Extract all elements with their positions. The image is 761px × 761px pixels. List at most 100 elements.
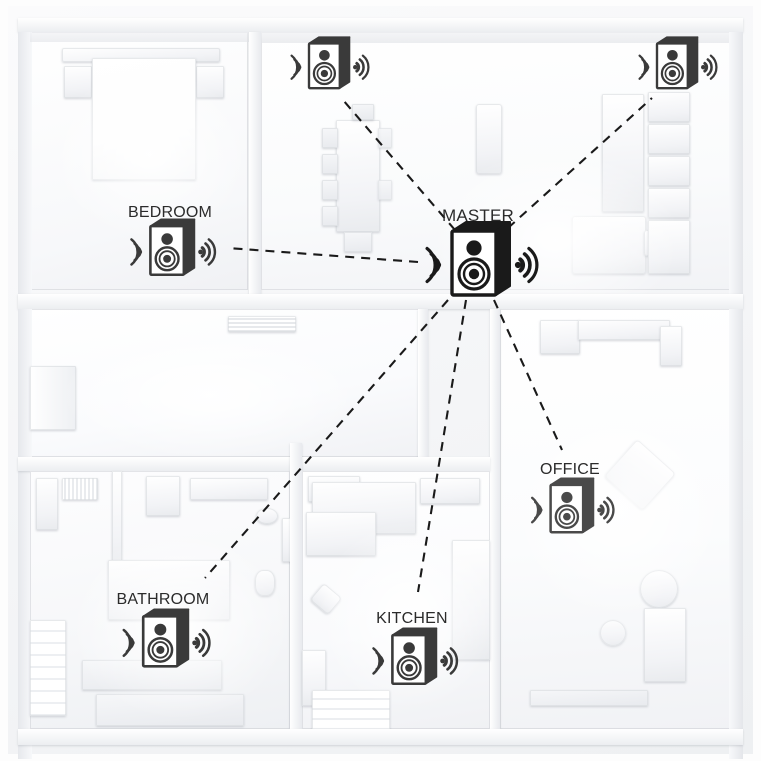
- furniture-cabinet-office: [644, 608, 686, 682]
- wall-exterior-right-top: [729, 32, 743, 298]
- speaker-marker-office[interactable]: OFFICE: [521, 461, 619, 540]
- speaker-waves-right: [700, 54, 718, 80]
- speaker-icon: [290, 36, 370, 90]
- wall-exterior-left-top: [18, 32, 32, 298]
- wall-inner-vertical-office: [490, 309, 500, 729]
- woofer-cone: [563, 513, 571, 521]
- woofer-ring-inner: [400, 659, 418, 677]
- speaker-marker-bedroom[interactable]: BEDROOM: [120, 204, 220, 282]
- woofer-cone: [468, 268, 480, 280]
- furniture-chair-5: [378, 128, 392, 148]
- speaker-icon: [531, 477, 615, 534]
- wall-inner-vertical-kitchen: [290, 443, 302, 733]
- woofer-ring-inner: [151, 641, 169, 660]
- woofer-cone: [404, 664, 413, 673]
- furniture-sofa-cushion-3: [648, 156, 690, 186]
- woofer-cone: [155, 646, 164, 655]
- furniture-sofa-cushion-2: [648, 124, 690, 154]
- speaker-label-master: MASTER: [441, 206, 515, 225]
- speaker-icon-wrapper: [412, 219, 544, 305]
- speaker-waves-left: [130, 238, 142, 267]
- tweeter-driver: [161, 233, 173, 246]
- connection-line: [493, 299, 563, 451]
- tweeter-driver: [561, 492, 573, 504]
- speaker-icon-wrapper: [120, 217, 220, 282]
- woofer-ring-inner: [462, 262, 486, 286]
- furniture-bath-counter: [190, 478, 268, 500]
- speaker-cabinet: [141, 609, 189, 669]
- wall-inner-top-dining: [261, 32, 743, 43]
- woofer-cone: [320, 69, 328, 78]
- woofer-ring-inner: [158, 250, 176, 268]
- speaker-marker-master[interactable]: MASTER: [412, 206, 544, 305]
- speaker-waves-right: [440, 647, 458, 676]
- wall-inner-top-bedroom: [30, 32, 250, 42]
- furniture-counter-k2: [420, 478, 480, 504]
- speaker-waves-left: [425, 246, 442, 284]
- wall-stub-bath-1: [112, 471, 122, 571]
- light-glow-hall: [60, 330, 360, 460]
- speaker-icon-wrapper: [521, 476, 619, 540]
- speaker-label-bedroom: BEDROOM: [127, 204, 213, 221]
- wall-horizontal-lower: [18, 457, 490, 471]
- speaker-cabinet: [450, 221, 511, 297]
- tweeter-driver: [403, 642, 415, 655]
- woofer-ring-outer: [554, 504, 580, 530]
- speaker-icon: [130, 218, 216, 277]
- connection-line: [204, 299, 449, 579]
- speaker-icon-wrapper: [112, 607, 215, 674]
- furniture-chair-2: [322, 154, 338, 174]
- furniture-desk-corner: [540, 320, 580, 354]
- speaker-waves-left: [122, 629, 135, 658]
- connection-line: [342, 99, 456, 231]
- speaker-icon: [638, 36, 718, 90]
- speaker-cabinet: [549, 477, 595, 534]
- speaker-cabinet: [307, 36, 351, 90]
- wall-exterior-left-bottom: [18, 309, 32, 759]
- tweeter-driver: [466, 240, 482, 256]
- connection-line: [507, 97, 653, 229]
- speaker-marker-living[interactable]: [629, 35, 721, 95]
- woofer-ring-inner: [558, 508, 576, 526]
- speaker-waves-right: [597, 496, 615, 524]
- woofer-ring-outer: [312, 61, 336, 86]
- tweeter-driver: [666, 49, 678, 61]
- speaker-icon: [425, 221, 539, 297]
- furniture-chair-4: [322, 206, 338, 226]
- speaker-marker-dining[interactable]: [281, 35, 373, 95]
- woofer-ring-outer: [457, 257, 491, 291]
- wall-exterior-bottom: [18, 729, 743, 745]
- speaker-icon-wrapper: [281, 35, 373, 95]
- furniture-shelving-bath: [30, 620, 66, 716]
- speaker-label-bathroom: BATHROOM: [116, 591, 210, 608]
- light-glow-office: [508, 400, 728, 620]
- speaker-cabinet: [390, 627, 438, 686]
- furniture-radiator-bath: [62, 478, 98, 500]
- wall-inner-vertical-bedroom: [249, 32, 261, 294]
- speaker-label-office: OFFICE: [540, 461, 600, 478]
- speaker-waves-left: [290, 54, 302, 80]
- woofer-ring-outer: [154, 246, 180, 272]
- furniture-closet-bath: [36, 478, 58, 530]
- speaker-icon-wrapper: [629, 35, 721, 95]
- speaker-waves-left: [638, 54, 650, 80]
- speaker-waves-right: [191, 629, 211, 658]
- speaker-waves-right: [352, 54, 370, 80]
- woofer-ring-outer: [396, 655, 422, 681]
- furniture-dining-table: [336, 120, 380, 232]
- speaker-waves-left: [372, 647, 384, 676]
- wall-exterior-right-bottom: [729, 309, 743, 759]
- speaker-marker-bathroom[interactable]: BATHROOM: [112, 591, 215, 674]
- woofer-ring-outer: [660, 61, 684, 86]
- speaker-cabinet: [148, 218, 196, 277]
- woofer-ring-outer: [146, 637, 173, 664]
- furniture-sink: [256, 508, 278, 524]
- connection-line: [416, 299, 468, 593]
- speaker-marker-kitchen[interactable]: KITCHEN: [362, 610, 462, 691]
- connection-line: [227, 246, 419, 264]
- furniture-sofa-cushion-1: [648, 92, 690, 122]
- tweeter-driver: [153, 624, 166, 637]
